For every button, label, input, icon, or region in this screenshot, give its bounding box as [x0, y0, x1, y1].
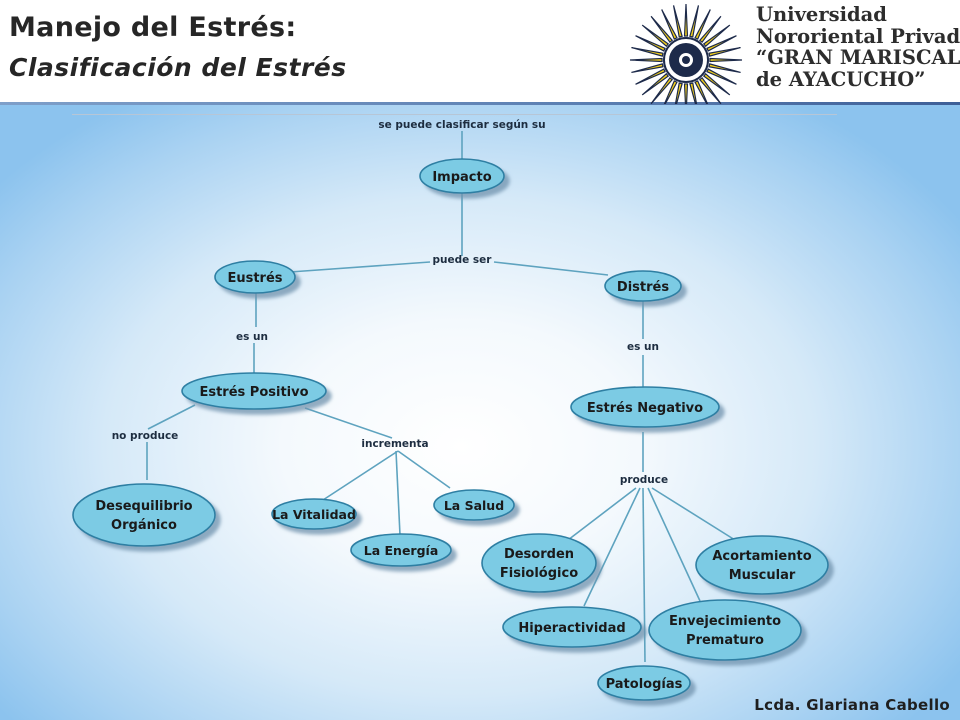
- connector-lines: [146, 131, 736, 663]
- concept-hiperactividad: Hiperactividad: [502, 606, 642, 648]
- concept-label: Patologías: [606, 677, 683, 692]
- content-rule: [72, 114, 837, 115]
- university-name: Universidad Nororiental Privada “GRAN MA…: [756, 4, 960, 90]
- concept-patologias: Patologías: [597, 665, 691, 701]
- concept-label: Eustrés: [227, 271, 282, 286]
- university-line: Universidad: [756, 3, 887, 26]
- seal-ray: [708, 63, 741, 74]
- concept-label: Fisiológico: [500, 566, 578, 581]
- seal-ray: [694, 9, 711, 40]
- concept-distres: Distrés: [604, 270, 682, 302]
- seal-ray: [672, 5, 683, 38]
- concept-label: Desequilibrio: [95, 499, 192, 514]
- concept-vitalidad: La Vitalidad: [271, 498, 357, 530]
- link-no-produce: no produce: [112, 430, 179, 442]
- concept-label: Acortamiento: [712, 549, 811, 564]
- seal-ray: [702, 24, 731, 48]
- concept-estres-negativo: Estrés Negativo: [570, 386, 720, 428]
- concept-label: Orgánico: [111, 518, 177, 533]
- concept-label: La Salud: [444, 498, 504, 513]
- seal-ray: [706, 35, 737, 52]
- seal-ray: [641, 72, 670, 96]
- seal-ray: [698, 15, 722, 44]
- seal-ray: [629, 57, 663, 63]
- concept-label: La Vitalidad: [272, 507, 356, 522]
- concept-desorden: Desorden Fisiológico: [481, 533, 597, 593]
- university-logo: [628, 0, 960, 117]
- concept-desequilibrio: Desequilibrio Orgánico: [72, 483, 216, 547]
- link-clasificar: se puede clasificar según su: [378, 119, 545, 131]
- concept-eustres: Eustrés: [214, 260, 296, 294]
- slide-title: Manejo del Estrés:: [9, 12, 297, 43]
- concept-label: La Energía: [364, 543, 439, 558]
- seal-ray: [683, 83, 689, 117]
- university-line: de AYACUCHO”: [756, 67, 926, 91]
- seal-ray: [635, 35, 666, 52]
- university-line: “GRAN MARISCAL: [756, 46, 960, 69]
- seal-ray: [650, 15, 674, 44]
- concept-label: Estrés Negativo: [587, 401, 703, 416]
- sunburst-seal-icon: [629, 3, 743, 117]
- seal-ray: [661, 80, 678, 111]
- seal-ray: [661, 9, 678, 40]
- slide-header: Manejo del Estrés: Clasificación del Est…: [0, 0, 960, 104]
- concept-salud: La Salud: [433, 489, 515, 521]
- concept-label: Desorden: [504, 547, 574, 562]
- seal-ray: [631, 63, 664, 74]
- concept-energia: La Energía: [350, 533, 452, 567]
- author-credit: Lcda. Glariana Cabello: [754, 696, 950, 714]
- link-incrementa: incrementa: [361, 438, 428, 450]
- link-puede-ser: puede ser: [433, 254, 493, 266]
- seal-ray: [641, 24, 670, 48]
- concept-envejecimiento: Envejecimiento Prematuro: [648, 599, 802, 661]
- seal-ray: [694, 80, 711, 111]
- concept-label: Impacto: [432, 170, 491, 185]
- seal-ray: [635, 68, 666, 85]
- seal-ray: [631, 46, 664, 57]
- seal-ray: [702, 72, 731, 96]
- concept-label: Muscular: [729, 568, 796, 583]
- concept-estres-positivo: Estrés Positivo: [181, 372, 327, 410]
- header-divider: [0, 102, 960, 105]
- link-es-un-left: es un: [236, 331, 268, 343]
- concept-acortamiento: Acortamiento Muscular: [695, 535, 829, 595]
- concept-label: Prematuro: [686, 633, 764, 648]
- link-produce: produce: [620, 474, 668, 486]
- seal-ray: [708, 46, 741, 57]
- link-es-un-right: es un: [627, 341, 659, 353]
- university-line: Nororiental Privada: [756, 24, 960, 48]
- concept-label: Envejecimiento: [669, 614, 781, 629]
- seal-ray: [683, 3, 689, 37]
- seal-ray: [650, 76, 674, 105]
- concept-impacto: Impacto: [419, 158, 505, 194]
- seal-ray: [706, 68, 737, 85]
- seal-ray: [689, 5, 700, 38]
- slide-subtitle: Clasificación del Estrés: [9, 53, 347, 82]
- concept-label: Estrés Positivo: [199, 385, 308, 400]
- seal-ray: [709, 57, 743, 63]
- seal-ray: [698, 76, 722, 105]
- concept-label: Distrés: [617, 280, 669, 295]
- concept-label: Hiperactividad: [518, 621, 625, 636]
